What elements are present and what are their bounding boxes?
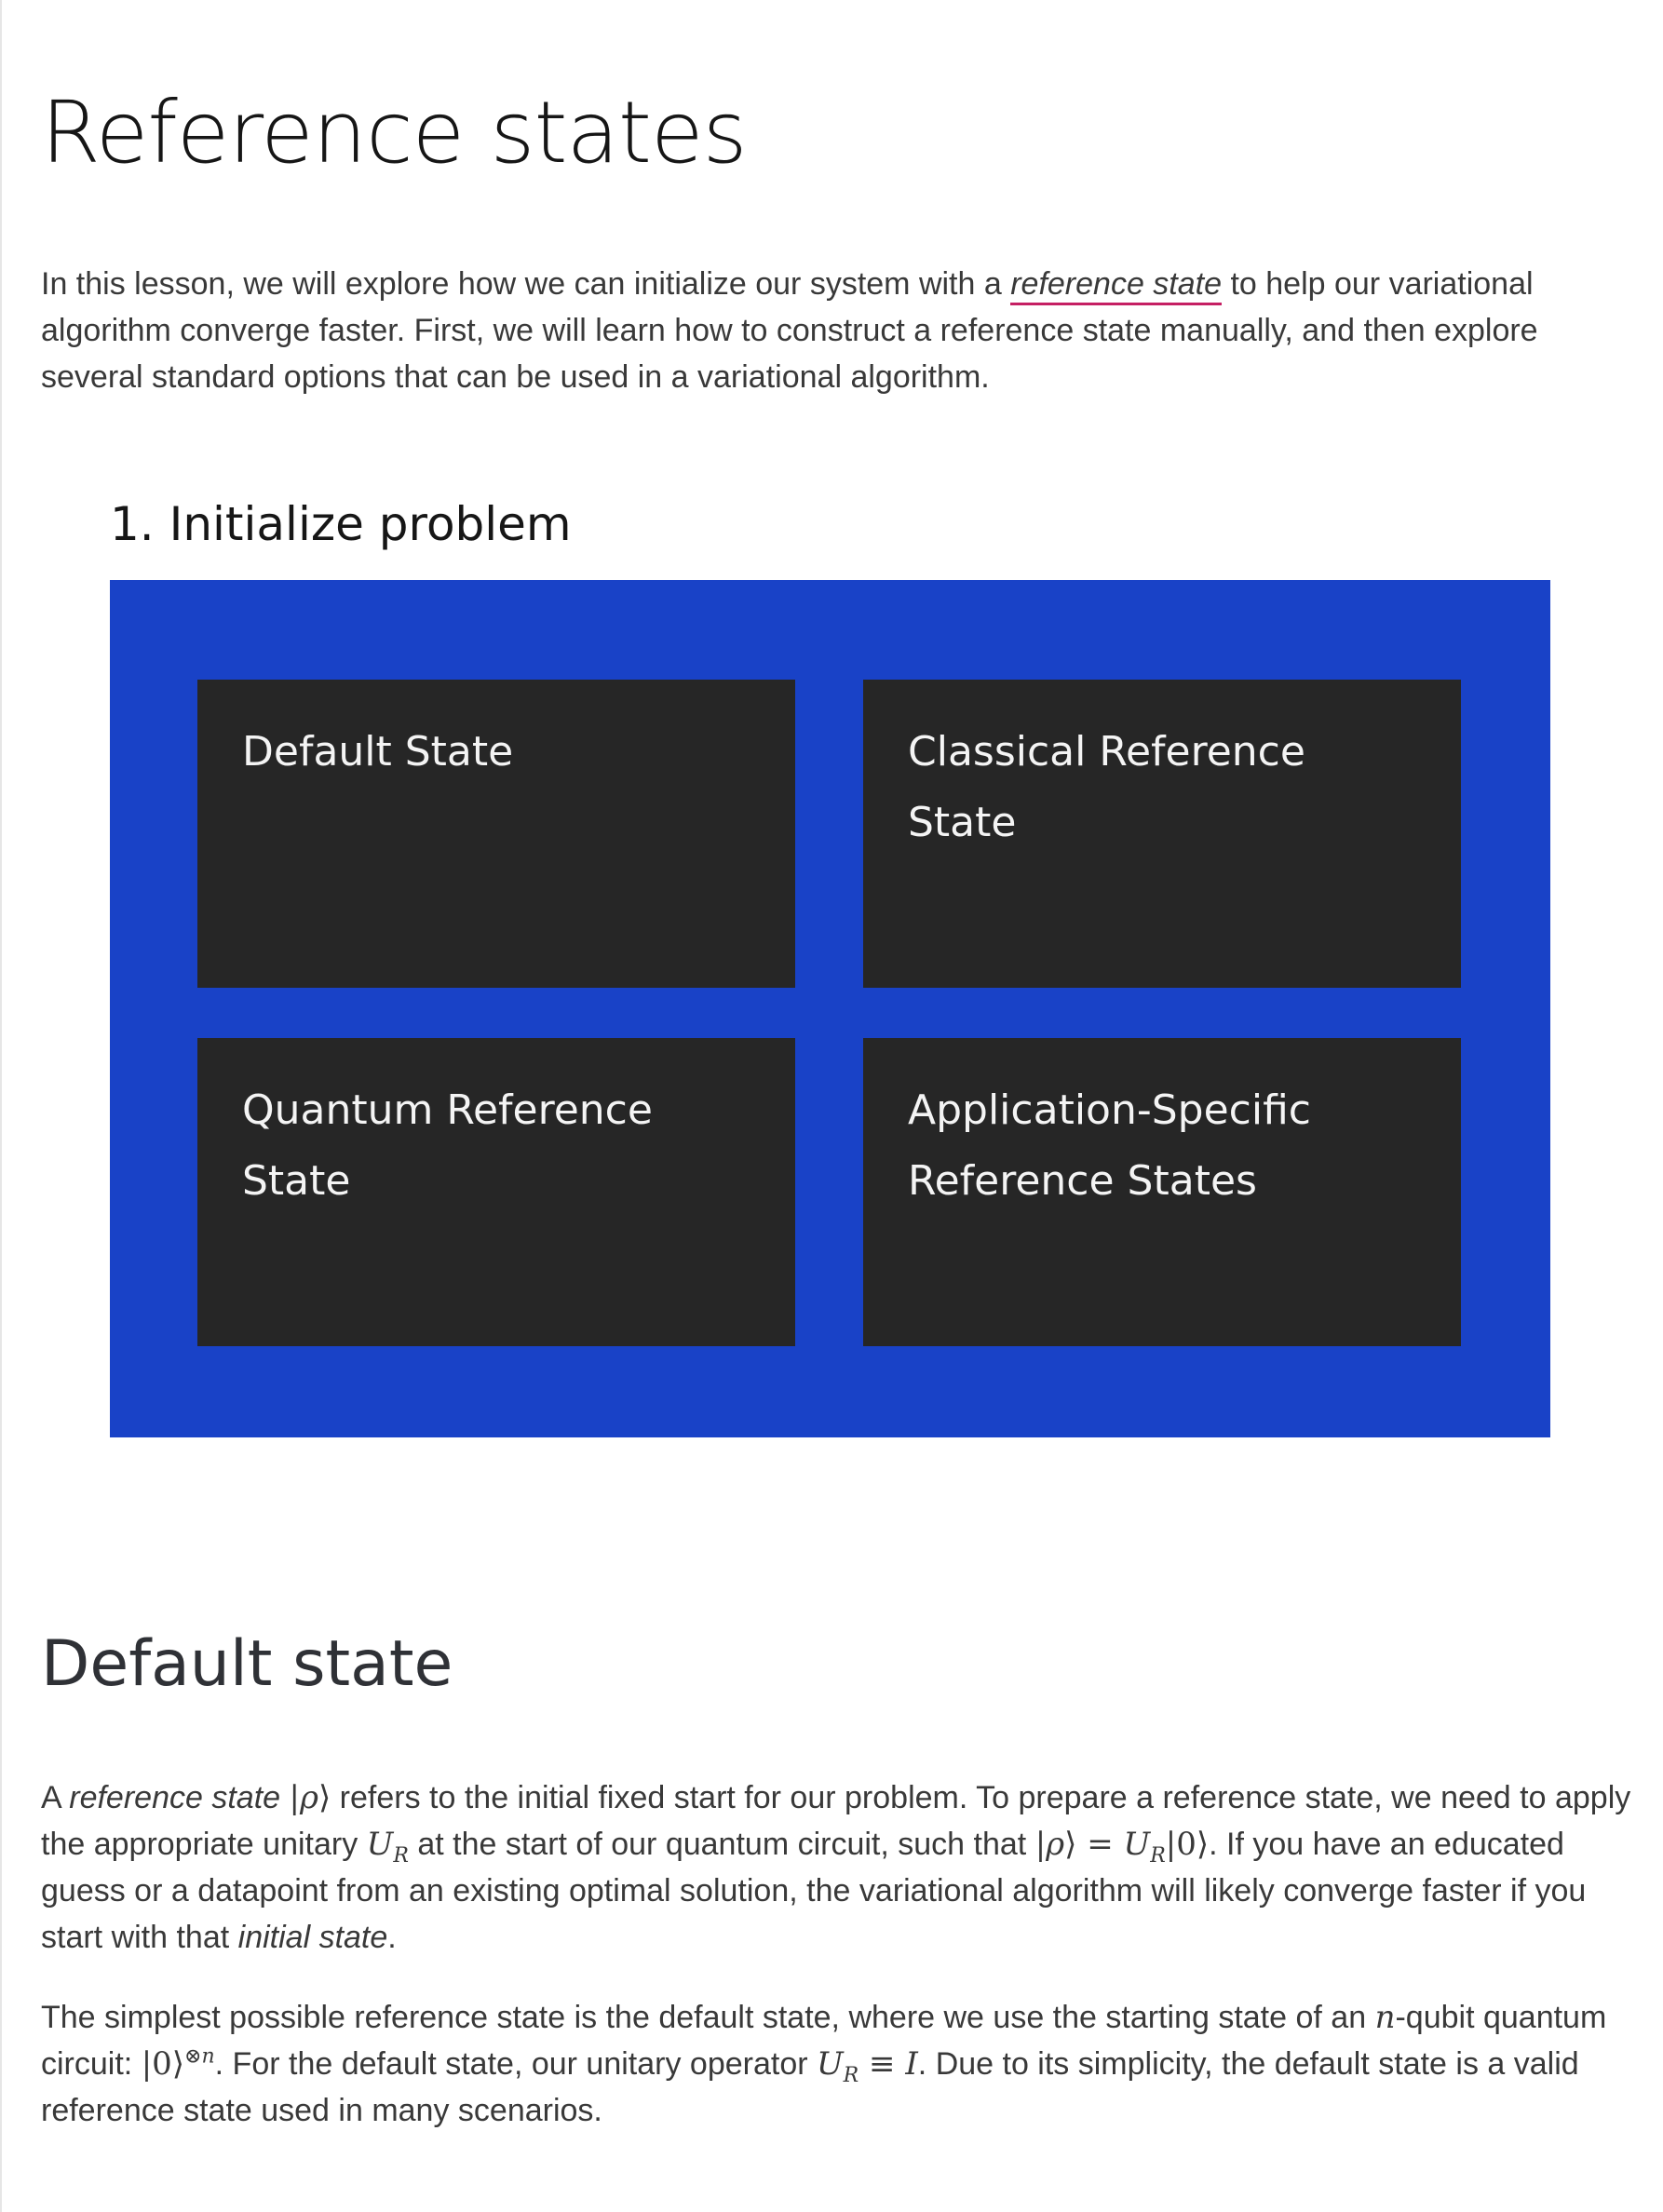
reference-state-link[interactable]: reference state [1010,266,1223,305]
math-unitary-ur: UR [366,1826,409,1868]
text: at the start of our quantum circuit, suc… [408,1827,1035,1862]
intro-text-before: In this lesson, we will explore how we c… [41,266,1011,302]
math-n: n [1374,1999,1396,2036]
math-identity: UR ≡ I [817,2045,918,2087]
text: A [41,1780,70,1815]
step-title: 1. Initialize problem [110,497,572,551]
card-application-specific-reference-states[interactable]: Application-Specific Reference States [863,1038,1461,1346]
emphasis-initial-state: initial state [237,1920,388,1955]
text: -qubit quantum circuit: [41,2000,1607,2082]
default-state-paragraph-2: The simplest possible reference state is… [41,1994,1633,2134]
text: . For the default state, our unitary ope… [214,2046,818,2082]
math-ket-rho: |ρ⟩ [289,1779,331,1816]
card-label: Application-Specific Reference States [908,1086,1311,1205]
text: . If you have an educated guess or a dat… [41,1827,1587,1955]
card-label: Quantum Reference State [242,1086,653,1205]
section-heading: Default state [41,1627,453,1701]
card-default-state[interactable]: Default State [197,680,795,988]
page-title: Reference states [41,83,748,182]
intro-paragraph: In this lesson, we will explore how we c… [41,261,1633,400]
intro-text-after: to help our variational algorithm conver… [41,266,1538,395]
emphasis-reference-state: reference state [69,1780,281,1815]
card-quantum-reference-state[interactable]: Quantum Reference State [197,1038,795,1346]
text: refers to the initial fixed start for ou… [41,1780,1631,1862]
text: . Due to its simplicity, the default sta… [41,2046,1579,2128]
text: The simplest possible reference state is… [41,2000,1375,2035]
math-tensor-state: |0⟩⊗n [141,2044,215,2083]
text: . [387,1920,397,1955]
card-classical-reference-state[interactable]: Classical Reference State [863,680,1461,988]
reference-state-diagram: Default State Classical Reference State … [110,580,1550,1437]
card-label: Default State [242,728,514,776]
math-equation: |ρ⟩ = UR|0⟩ [1034,1826,1210,1868]
card-label: Classical Reference State [908,728,1305,846]
default-state-paragraph-1: A reference state |ρ⟩ refers to the init… [41,1774,1633,1961]
